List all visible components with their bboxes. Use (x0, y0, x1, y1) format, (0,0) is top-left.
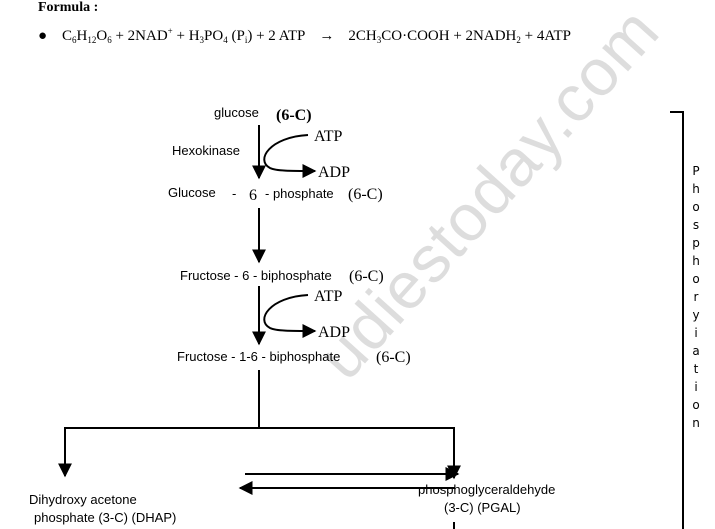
side-label-letter: s (692, 218, 700, 232)
formula-text: + 2NAD (111, 28, 168, 44)
atp-label-2: ATP (314, 288, 343, 305)
side-label-letter: n (692, 416, 700, 430)
f6p-label: Fructose - 6 - biphosphate (180, 268, 332, 283)
side-label-letter: h (692, 182, 700, 196)
side-label-letter: o (692, 398, 700, 412)
formula-text: + 4ATP (520, 28, 572, 44)
side-label-letter: h (692, 254, 700, 268)
formula-sub: 12 (87, 35, 97, 45)
formula-c: C (62, 28, 73, 44)
formula-equation: ●C6H12O6 + 2NAD+ + H3PO4 (Pi) + 2 ATP→2C… (38, 26, 572, 45)
f16bp-label: Fructose - 1-6 - biphosphate (177, 349, 340, 364)
g6p-phosphate: - phosphate (265, 186, 334, 201)
dhap-line-1: Dihydroxy acetone (29, 492, 137, 507)
atp-adp-curve-2 (263, 294, 317, 338)
formula-h: H (76, 28, 88, 44)
pgal-line-1: phosphoglyceraldehyde (418, 482, 555, 497)
g6p-glucose: Glucose (168, 185, 216, 200)
side-label-letter: i (694, 380, 698, 394)
glucose-label: glucose (214, 105, 259, 120)
formula-text: (P (227, 28, 245, 44)
side-label-letter: o (692, 272, 700, 286)
formula-sub: 6 (107, 35, 112, 45)
g6p-carbon-label: (6-C) (348, 186, 383, 203)
formula-sub: 4 (223, 35, 228, 45)
g6p-dash: - (232, 186, 236, 201)
formula-sub: i (244, 35, 248, 45)
formula-text: + H (172, 28, 200, 44)
formula-text: PO (204, 28, 224, 44)
formula-o: O (96, 28, 108, 44)
atp-adp-curve-1 (263, 134, 317, 178)
formula-sub: 3 (376, 35, 382, 45)
side-label-letter: y (692, 308, 700, 322)
formula-text: 2CH (348, 28, 377, 44)
side-label-letter: t (693, 362, 699, 376)
atp-label-1: ATP (314, 128, 343, 145)
formula-text: ) + 2 ATP (247, 28, 306, 44)
formula-sup: + (167, 26, 173, 36)
side-label-letter: o (692, 200, 700, 214)
f16bp-carbon-label: (6-C) (376, 349, 411, 366)
formula-sub: 3 (199, 35, 205, 45)
f6p-carbon-label: (6-C) (349, 268, 384, 285)
reaction-arrow-icon: → (319, 28, 335, 44)
adp-label-1: ADP (318, 164, 350, 181)
side-label-letter: P (692, 164, 700, 178)
formula-sub: 2 (516, 35, 521, 45)
section-heading: Formula : (38, 0, 99, 15)
g6p-six: 6 (249, 187, 257, 204)
pgal-line-2: (3-C) (PGAL) (444, 500, 521, 515)
formula-text: CO·COOH + 2NADH (381, 28, 517, 44)
side-label-letter: a (692, 344, 700, 358)
side-label-letter: i (694, 326, 698, 340)
phosphorylation-bracket (670, 111, 684, 529)
bullet-icon: ● (38, 28, 48, 44)
dhap-line-2: phosphate (3-C) (DHAP) (34, 510, 176, 525)
glucose-carbon-label: (6-C) (276, 107, 312, 124)
hexokinase-label: Hexokinase (172, 143, 240, 158)
adp-label-2: ADP (318, 324, 350, 341)
formula-sub: 6 (72, 35, 77, 45)
side-label-letter: r (693, 290, 699, 304)
side-label-letter: p (692, 236, 700, 250)
